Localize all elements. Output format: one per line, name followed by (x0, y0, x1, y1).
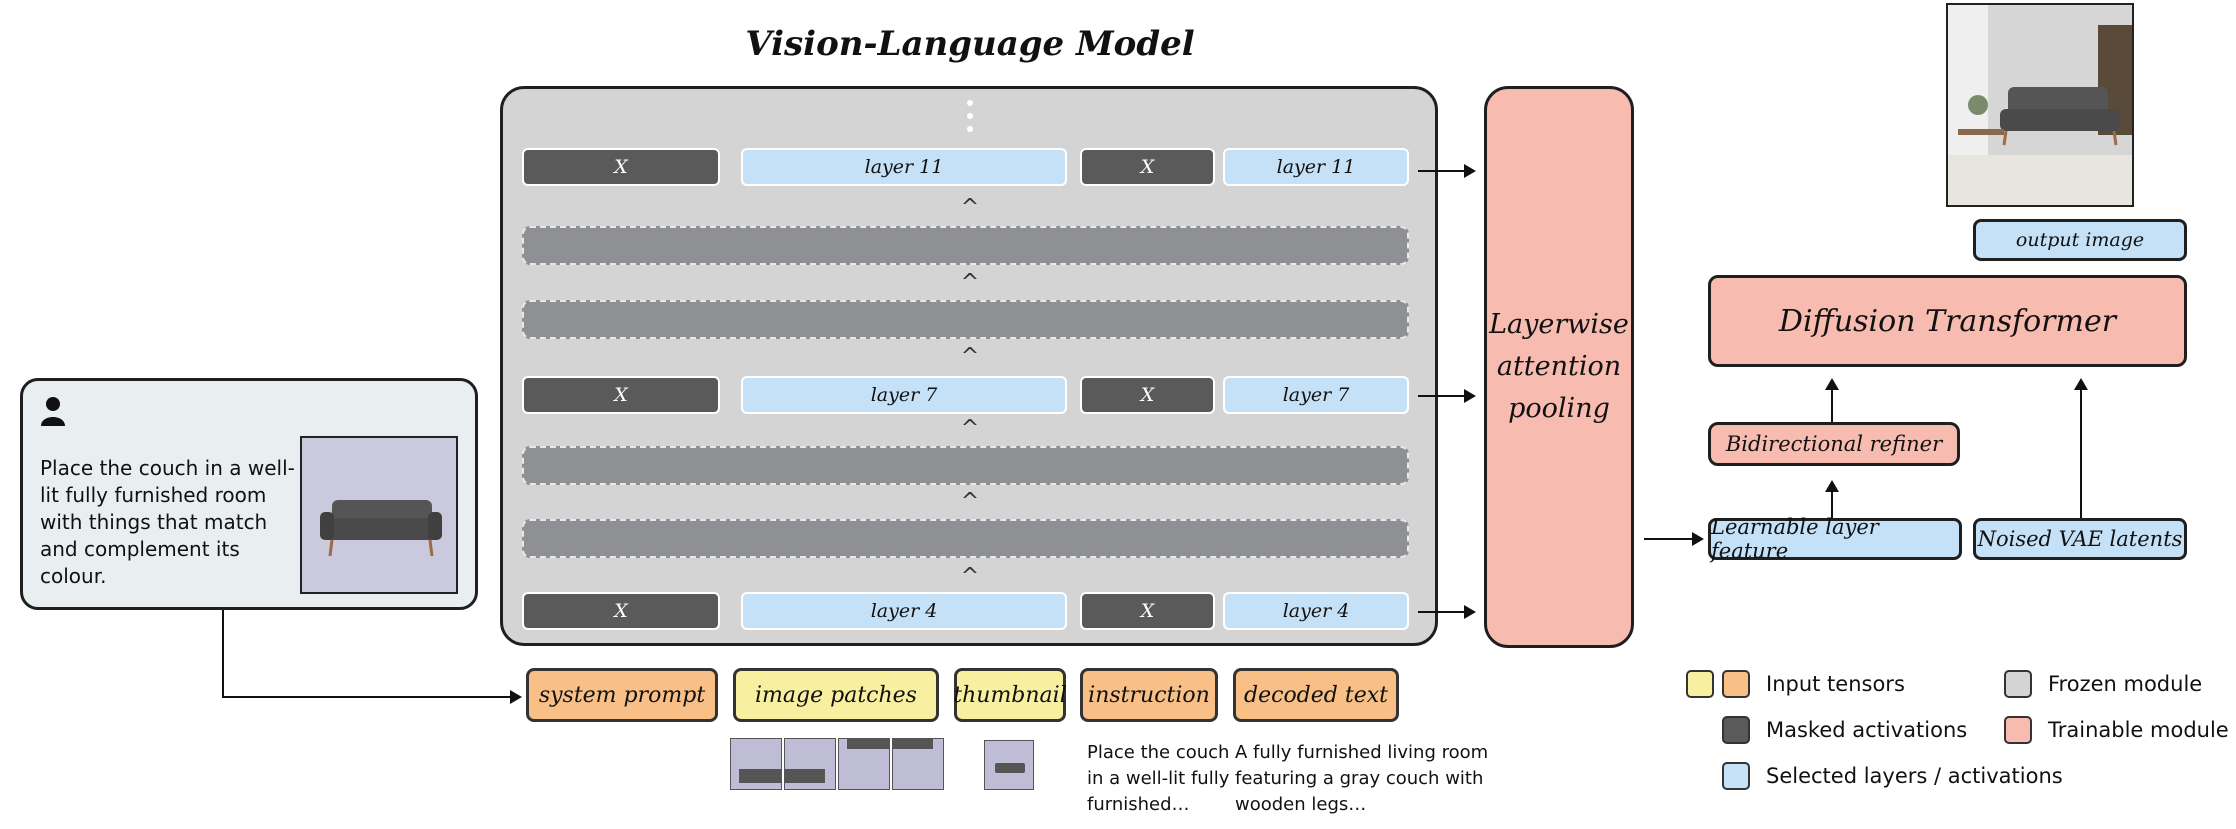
user-icon (40, 396, 66, 426)
input-couch-image (300, 436, 458, 594)
layerwise-attention-pooling: Layerwise attention pooling (1484, 86, 1634, 648)
selected-layer-text: layer 11 (1223, 148, 1409, 186)
image-patch-thumbnail (892, 738, 944, 790)
image-patch-thumbnail (838, 738, 890, 790)
frozen-layer-row (522, 519, 1409, 558)
legend-selected: Selected layers / activations (1766, 764, 2063, 788)
token-instruction: instruction (1080, 668, 1218, 722)
selected-layer-text: layer 7 (1223, 376, 1409, 414)
masked-activation: X (522, 376, 720, 414)
legend-swatch-masked (1722, 716, 1750, 744)
pooling-label-line: pooling (1508, 393, 1610, 424)
caption-line: in a well-lit fully (1087, 768, 1230, 789)
pooling-label-line: Layerwise (1489, 309, 1629, 340)
learnable-layer-feature: Learnable layer feature (1708, 515, 1962, 563)
frozen-layer-row (522, 446, 1409, 485)
decoded-caption: A fully furnished living room featuring … (1235, 740, 1505, 818)
arrow-head (1464, 605, 1476, 619)
arrow-line (1418, 395, 1468, 397)
instruction-caption: Place the couch in a well-lit fully furn… (1087, 740, 1237, 818)
legend-trainable: Trainable module (2048, 718, 2229, 742)
arrow-head (2074, 378, 2088, 390)
legend-input-tensors: Input tensors (1766, 672, 1905, 696)
arrow-line (1418, 611, 1468, 613)
up-caret-icon: ^ (960, 344, 980, 369)
arrow-head (1464, 164, 1476, 178)
up-caret-icon: ^ (960, 489, 980, 514)
arrow-head (1825, 480, 1839, 492)
arrow-line (1418, 170, 1468, 172)
legend-swatch-frozen (2004, 670, 2032, 698)
arrow-line (1831, 492, 1833, 518)
masked-activation: X (1080, 148, 1215, 186)
legend-masked: Masked activations (1766, 718, 1968, 742)
up-caret-icon: ^ (960, 416, 980, 441)
vlm-title: Vision-Language Model (745, 24, 1195, 64)
connector-line (222, 610, 224, 697)
caption-line: Place the couch (1087, 742, 1230, 763)
diffusion-transformer: Diffusion Transformer (1708, 275, 2187, 367)
up-caret-icon: ^ (960, 270, 980, 295)
legend-swatch-selected (1722, 762, 1750, 790)
caption-line: furnished… (1087, 794, 1190, 815)
token-system-prompt: system prompt (526, 668, 718, 722)
token-image-patches: image patches (733, 668, 939, 722)
noised-vae-latents: Noised VAE latents (1973, 518, 2187, 560)
token-thumbnail: thumbnail (953, 668, 1067, 722)
selected-layer-text: layer 4 (1223, 592, 1409, 630)
arrow-line (222, 696, 512, 698)
up-caret-icon: ^ (960, 195, 980, 220)
token-decoded-text: decoded text (1233, 668, 1399, 722)
arrow-head (510, 690, 522, 704)
output-image-label: output image (1973, 219, 2187, 261)
arrow-head (1692, 532, 1704, 546)
caption-line: featuring a gray couch with (1235, 768, 1484, 789)
masked-activation: X (522, 592, 720, 630)
pooling-label-line: attention (1496, 351, 1622, 382)
arrow-line (1831, 390, 1833, 422)
selected-layer-image: layer 11 (741, 148, 1067, 186)
arrow-head (1464, 389, 1476, 403)
legend-swatch-input-orange (1722, 670, 1750, 698)
arrow-line (2080, 390, 2082, 518)
user-prompt-text: Place the couch in a well-lit fully furn… (40, 456, 295, 588)
image-patch-thumbnail (784, 738, 836, 790)
caption-line: wooden legs… (1235, 794, 1367, 815)
selected-layer-image: layer 7 (741, 376, 1067, 414)
arrow-head (1825, 378, 1839, 390)
image-patch-thumbnail (730, 738, 782, 790)
legend-swatch-trainable (2004, 716, 2032, 744)
legend-swatch-input-yellow (1686, 670, 1714, 698)
arrow-line (1644, 538, 1694, 540)
bidirectional-refiner: Bidirectional refiner (1708, 422, 1960, 466)
masked-activation: X (522, 148, 720, 186)
output-room-image (1946, 3, 2134, 207)
masked-activation: X (1080, 376, 1215, 414)
frozen-layer-row (522, 300, 1409, 339)
thumbnail-image (984, 740, 1034, 790)
more-layers-ellipsis (965, 100, 975, 140)
legend-frozen: Frozen module (2048, 672, 2203, 696)
up-caret-icon: ^ (960, 564, 980, 589)
frozen-layer-row (522, 226, 1409, 265)
caption-line: A fully furnished living room (1235, 742, 1489, 763)
selected-layer-image: layer 4 (741, 592, 1067, 630)
masked-activation: X (1080, 592, 1215, 630)
